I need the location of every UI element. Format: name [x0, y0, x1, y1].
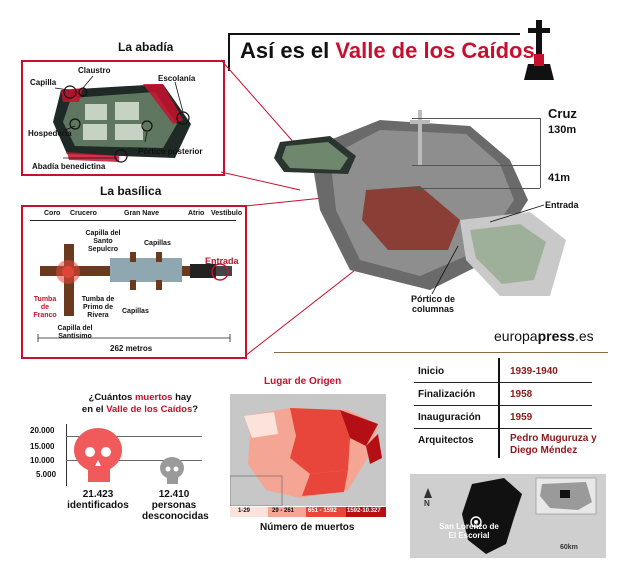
label-portico-columnas: Pórtico de columnas [410, 294, 455, 314]
label-262-metros: 262 metros [110, 344, 153, 353]
identified-count: 21.423 [82, 489, 114, 500]
height-guide [540, 118, 541, 188]
location-map [410, 474, 606, 558]
origen-caption: Número de muertos [260, 522, 355, 533]
muertos-question: ¿Cuántos muertos hay en el Valle de los … [81, 392, 199, 415]
label-capillas-bottom: Capillas [122, 308, 149, 315]
section-vestibulo: Vestíbulo [211, 210, 243, 217]
legend-label-1: 1-29 [238, 508, 251, 514]
section-crucero: Crucero [70, 210, 97, 217]
tick-20000: 20.000 [30, 426, 55, 435]
basilica-floorplan [37, 244, 232, 342]
label-escolania: Escolanía [158, 74, 196, 83]
page-title: Así es el Valle de los Caídos [240, 38, 535, 63]
grid-line [66, 460, 202, 461]
tick-5000: 5.000 [36, 470, 57, 479]
label-capilla: Capilla [30, 78, 57, 87]
legend-swatch-3 [306, 507, 346, 517]
label-tumba-franco: Tumba de Franco [33, 296, 57, 319]
scale-label: 60km [560, 544, 578, 551]
europapress-logo: europapress.es [494, 328, 594, 344]
label-capillas-top: Capillas [144, 240, 171, 247]
tick-10000: 10.000 [30, 456, 55, 465]
info-value-finalizacion: 1958 [510, 389, 533, 400]
legend-swatch-1 [230, 507, 268, 517]
unknown-label: personas desconocidas [142, 500, 209, 522]
legend-label-4: 1592-10.327 [347, 508, 381, 514]
basilica-heading: La basílica [100, 184, 162, 198]
label-tumba-primo: Tumba de Primo de Rivera [81, 296, 115, 319]
title-frame [228, 33, 520, 71]
label-130m: 130m [548, 124, 577, 136]
skull-unknown-icon [160, 457, 184, 484]
label-entrada-model: Entrada [545, 200, 579, 210]
legend-swatch-4 [346, 507, 386, 517]
info-label-arquitectos: Arquitectos [418, 435, 474, 446]
brand-divider [274, 352, 608, 353]
valle-model-illustration [274, 110, 566, 296]
info-value-arquitectos: Pedro Muguruza y Diego Méndez [510, 433, 597, 456]
label-entrada-basilica: Entrada [205, 256, 239, 266]
abadia-illustration [53, 75, 191, 163]
unknown-count: 12.410 [158, 489, 190, 500]
legend-swatch-2 [268, 507, 306, 517]
label-41m: 41m [548, 172, 571, 184]
spain-regions [230, 408, 382, 506]
identified-label: identificados [67, 500, 129, 511]
label-abadia-benedictina: Abadía benedictina [32, 162, 106, 171]
label-capilla-santo-sepulcro: Capilla del Santo Sepulcro [85, 230, 121, 253]
legend-label-3: 651 - 1592 [308, 508, 337, 514]
cruz-guide-top [412, 118, 540, 119]
label-hospederia: Hospedería [28, 129, 72, 138]
tick-15000: 15.000 [30, 442, 55, 451]
info-label-finalizacion: Finalización [418, 389, 476, 400]
spain-origin-map [230, 394, 386, 506]
label-claustro: Claustro [78, 66, 111, 75]
cruz-guide-bottom [412, 188, 540, 189]
info-vertical-rule [498, 358, 500, 458]
info-rule-2 [414, 405, 592, 406]
section-gran-nave: Gran Nave [124, 210, 160, 217]
muertos-axis [66, 424, 67, 486]
place-label: San Lorenzo de El Escorial [439, 522, 499, 540]
section-coro: Coro [44, 210, 61, 217]
origen-title: Lugar de Origen [264, 376, 342, 387]
label-portico-posterior: Pórtico posterior [138, 147, 203, 156]
north-arrow-label: N [424, 499, 430, 508]
sections-rule [30, 220, 236, 221]
label-cruz: Cruz [548, 106, 577, 121]
info-value-inauguracion: 1959 [510, 412, 533, 423]
abadia-heading: La abadía [118, 40, 174, 54]
skull-identified-icon [74, 428, 122, 482]
info-label-inauguracion: Inauguración [418, 412, 481, 423]
abadia-panel [21, 60, 225, 176]
info-rule-1 [414, 382, 592, 383]
info-rule-3 [414, 428, 592, 429]
info-label-inicio: Inicio [418, 366, 445, 377]
section-atrio: Atrio [188, 210, 205, 217]
legend-label-2: 29 - 261 [272, 508, 295, 514]
grid-line [66, 436, 202, 437]
info-value-inicio: 1939-1940 [510, 366, 558, 377]
cruz-guide-mid [412, 165, 540, 166]
cross-monument-icon [524, 20, 554, 80]
madrid-region-map [424, 477, 597, 554]
label-capilla-santisimo: Capilla del Santísimo [57, 325, 93, 340]
